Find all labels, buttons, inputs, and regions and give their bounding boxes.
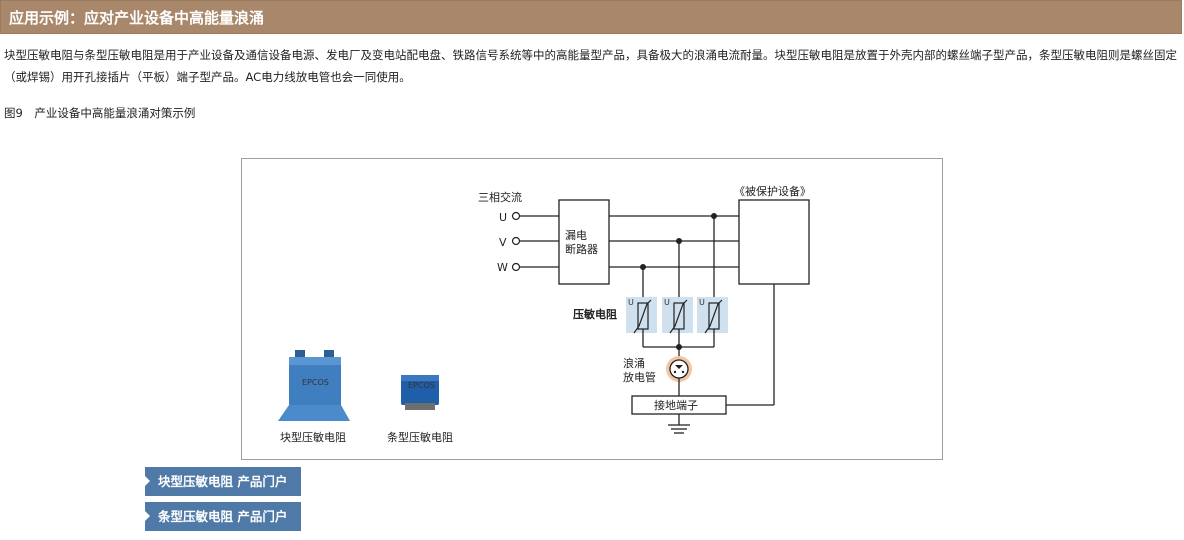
strip-varistor-image: EPCOS (401, 375, 439, 410)
ground-terminal-label: 接地端子 (654, 399, 698, 412)
three-phase-label: 三相交流 (478, 190, 522, 204)
block-varistor-portal-link[interactable]: 块型压敏电阻 产品门户 (145, 467, 301, 496)
figure-caption: 图9 产业设备中高能量浪涌对策示例 (4, 106, 196, 120)
surge-label-1: 浪涌 (623, 356, 645, 370)
phase-v-label: V (499, 236, 507, 249)
phase-w-label: W (497, 261, 508, 274)
varistor-3-u: U (699, 298, 705, 307)
phase-u-label: U (499, 211, 507, 224)
circuit-figure: 三相交流 U V W 漏电 断路器 《被保护设备》 (241, 158, 943, 460)
chevron-right-icon (145, 476, 150, 486)
block-varistor-portal-label: 块型压敏电阻 产品门户 (158, 474, 288, 489)
strip-varistor-portal-label: 条型压敏电阻 产品门户 (158, 509, 288, 524)
protected-device-label: 《被保护设备》 (734, 184, 811, 198)
strip-brand: EPCOS (408, 381, 435, 390)
varistor-label: 压敏电阻 (573, 307, 617, 321)
section-header: 应用示例：应对产业设备中高能量浪涌 (0, 0, 1182, 34)
breaker-label-1: 漏电 (565, 229, 587, 242)
strip-varistor-portal-link[interactable]: 条型压敏电阻 产品门户 (145, 502, 301, 531)
breaker-label-2: 断路器 (565, 242, 598, 256)
varistor-1-u: U (628, 298, 634, 307)
circuit-diagram: 三相交流 U V W 漏电 断路器 《被保护设备》 (278, 184, 811, 444)
varistor-2-u: U (664, 298, 670, 307)
terminal-u (511, 211, 521, 221)
section-title: 应用示例：应对产业设备中高能量浪涌 (9, 9, 265, 27)
terminal-w (511, 262, 521, 272)
strip-varistor-caption: 条型压敏电阻 (387, 430, 453, 444)
chevron-right-icon (145, 511, 150, 521)
block-varistor-image: EPCOS (278, 350, 350, 421)
terminal-v (511, 236, 521, 246)
intro-paragraph: 块型压敏电阻与条型压敏电阻是用于产业设备及通信设备电源、发电厂及变电站配电盘、铁… (4, 48, 1177, 84)
block-brand: EPCOS (302, 378, 329, 387)
block-varistor-caption: 块型压敏电阻 (280, 430, 346, 444)
protected-device (738, 199, 810, 285)
surge-label-2: 放电管 (623, 370, 656, 384)
leakage-breaker (558, 199, 610, 285)
